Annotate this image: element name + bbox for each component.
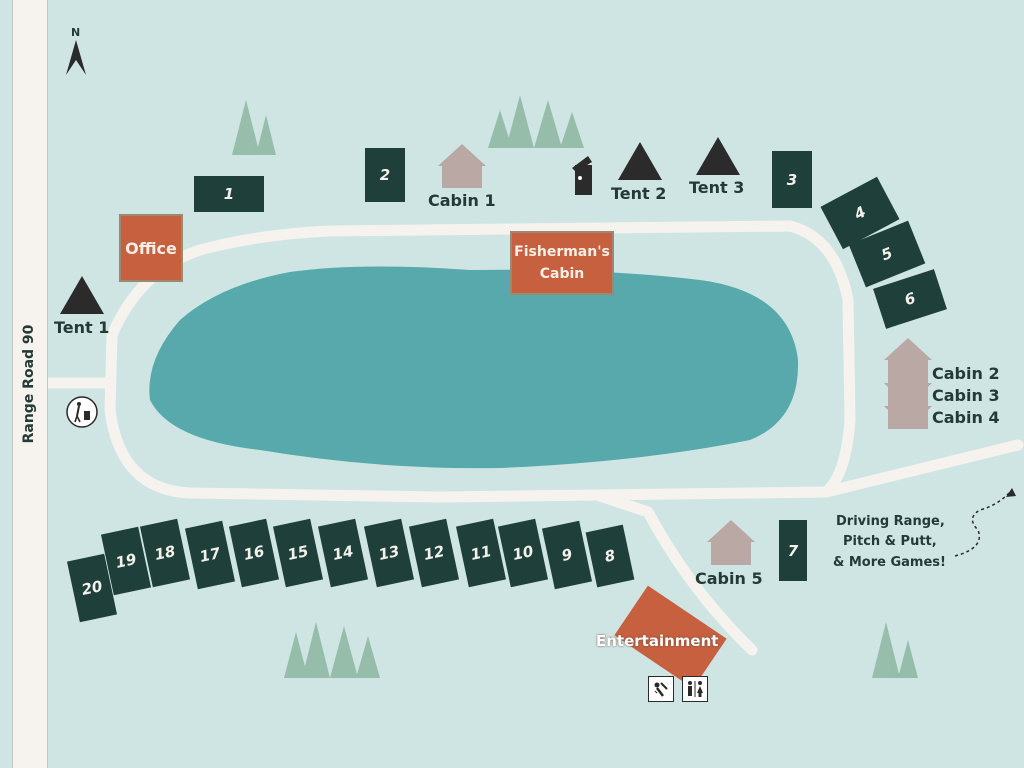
site-number: 9 xyxy=(560,545,574,565)
fishermans-cabin-label: Fisherman's xyxy=(514,244,610,260)
site-7[interactable]: 7 xyxy=(779,520,807,581)
site-number: 14 xyxy=(330,542,356,564)
fishermans-cabin-label-2: Cabin xyxy=(539,266,585,282)
cabin-icon[interactable] xyxy=(438,144,486,188)
tent-icon[interactable] xyxy=(618,142,662,180)
site-number: 6 xyxy=(902,288,918,310)
site-1[interactable]: 1 xyxy=(194,176,264,212)
compass-icon xyxy=(66,40,86,75)
site-number: 2 xyxy=(379,166,391,184)
site-number: 10 xyxy=(510,542,536,564)
cabin-icon[interactable] xyxy=(707,520,755,565)
cabin4-label: Cabin 4 xyxy=(932,408,1000,427)
site-number: 20 xyxy=(79,577,105,599)
tent2-label: Tent 2 xyxy=(611,184,667,203)
range-road xyxy=(12,0,48,768)
tent1-label: Tent 1 xyxy=(54,318,110,337)
cabin3-label: Cabin 3 xyxy=(932,386,1000,405)
games-label-3: & More Games! xyxy=(833,555,946,570)
path xyxy=(40,220,1024,656)
compass-label: N xyxy=(71,26,81,39)
tent-icon[interactable] xyxy=(60,276,104,314)
outhouse-icon[interactable] xyxy=(572,156,592,195)
site-number: 16 xyxy=(241,542,267,564)
site-2[interactable]: 2 xyxy=(365,148,405,202)
tree-icon xyxy=(872,622,918,678)
restroom-icon xyxy=(682,676,708,702)
site-number: 15 xyxy=(285,542,311,564)
site-number: 3 xyxy=(786,170,798,189)
lake xyxy=(149,266,799,469)
shower-icon xyxy=(648,676,674,702)
tree-icon xyxy=(284,622,380,678)
tent-icon[interactable] xyxy=(696,137,740,175)
fishermans-cabin[interactable]: Fisherman's Cabin xyxy=(510,231,614,295)
site-number: 18 xyxy=(152,542,178,564)
tent3-label: Tent 3 xyxy=(689,178,745,197)
site-number: 8 xyxy=(603,546,617,566)
cabin1-label: Cabin 1 xyxy=(428,191,496,210)
site-number: 17 xyxy=(197,544,223,566)
office-building[interactable]: Office xyxy=(119,214,183,282)
site-number: 1 xyxy=(223,185,235,203)
cabin5-label: Cabin 5 xyxy=(695,569,763,588)
entertainment-label: Entertainment xyxy=(596,632,719,650)
site-number: 12 xyxy=(421,542,447,564)
site-number: 7 xyxy=(787,541,799,560)
site-number: 19 xyxy=(113,550,139,572)
site-number: 13 xyxy=(376,542,402,564)
road-label: Range Road 90 xyxy=(21,324,37,444)
tree-icon xyxy=(232,100,276,155)
cabin-icon[interactable] xyxy=(884,338,932,429)
trash-icon[interactable] xyxy=(66,396,98,428)
site-3[interactable]: 3 xyxy=(772,151,812,208)
office-label: Office xyxy=(125,238,177,258)
arrow-icon xyxy=(1006,488,1016,497)
cabin2-label: Cabin 2 xyxy=(932,364,1000,383)
games-label-1: Driving Range, xyxy=(836,514,945,529)
site-number: 4 xyxy=(851,202,869,224)
site-number: 5 xyxy=(878,243,896,265)
tree-icon xyxy=(488,95,584,148)
games-label-2: Pitch & Putt, xyxy=(843,534,937,549)
site-number: 11 xyxy=(468,542,494,564)
route-marker xyxy=(954,491,1011,557)
